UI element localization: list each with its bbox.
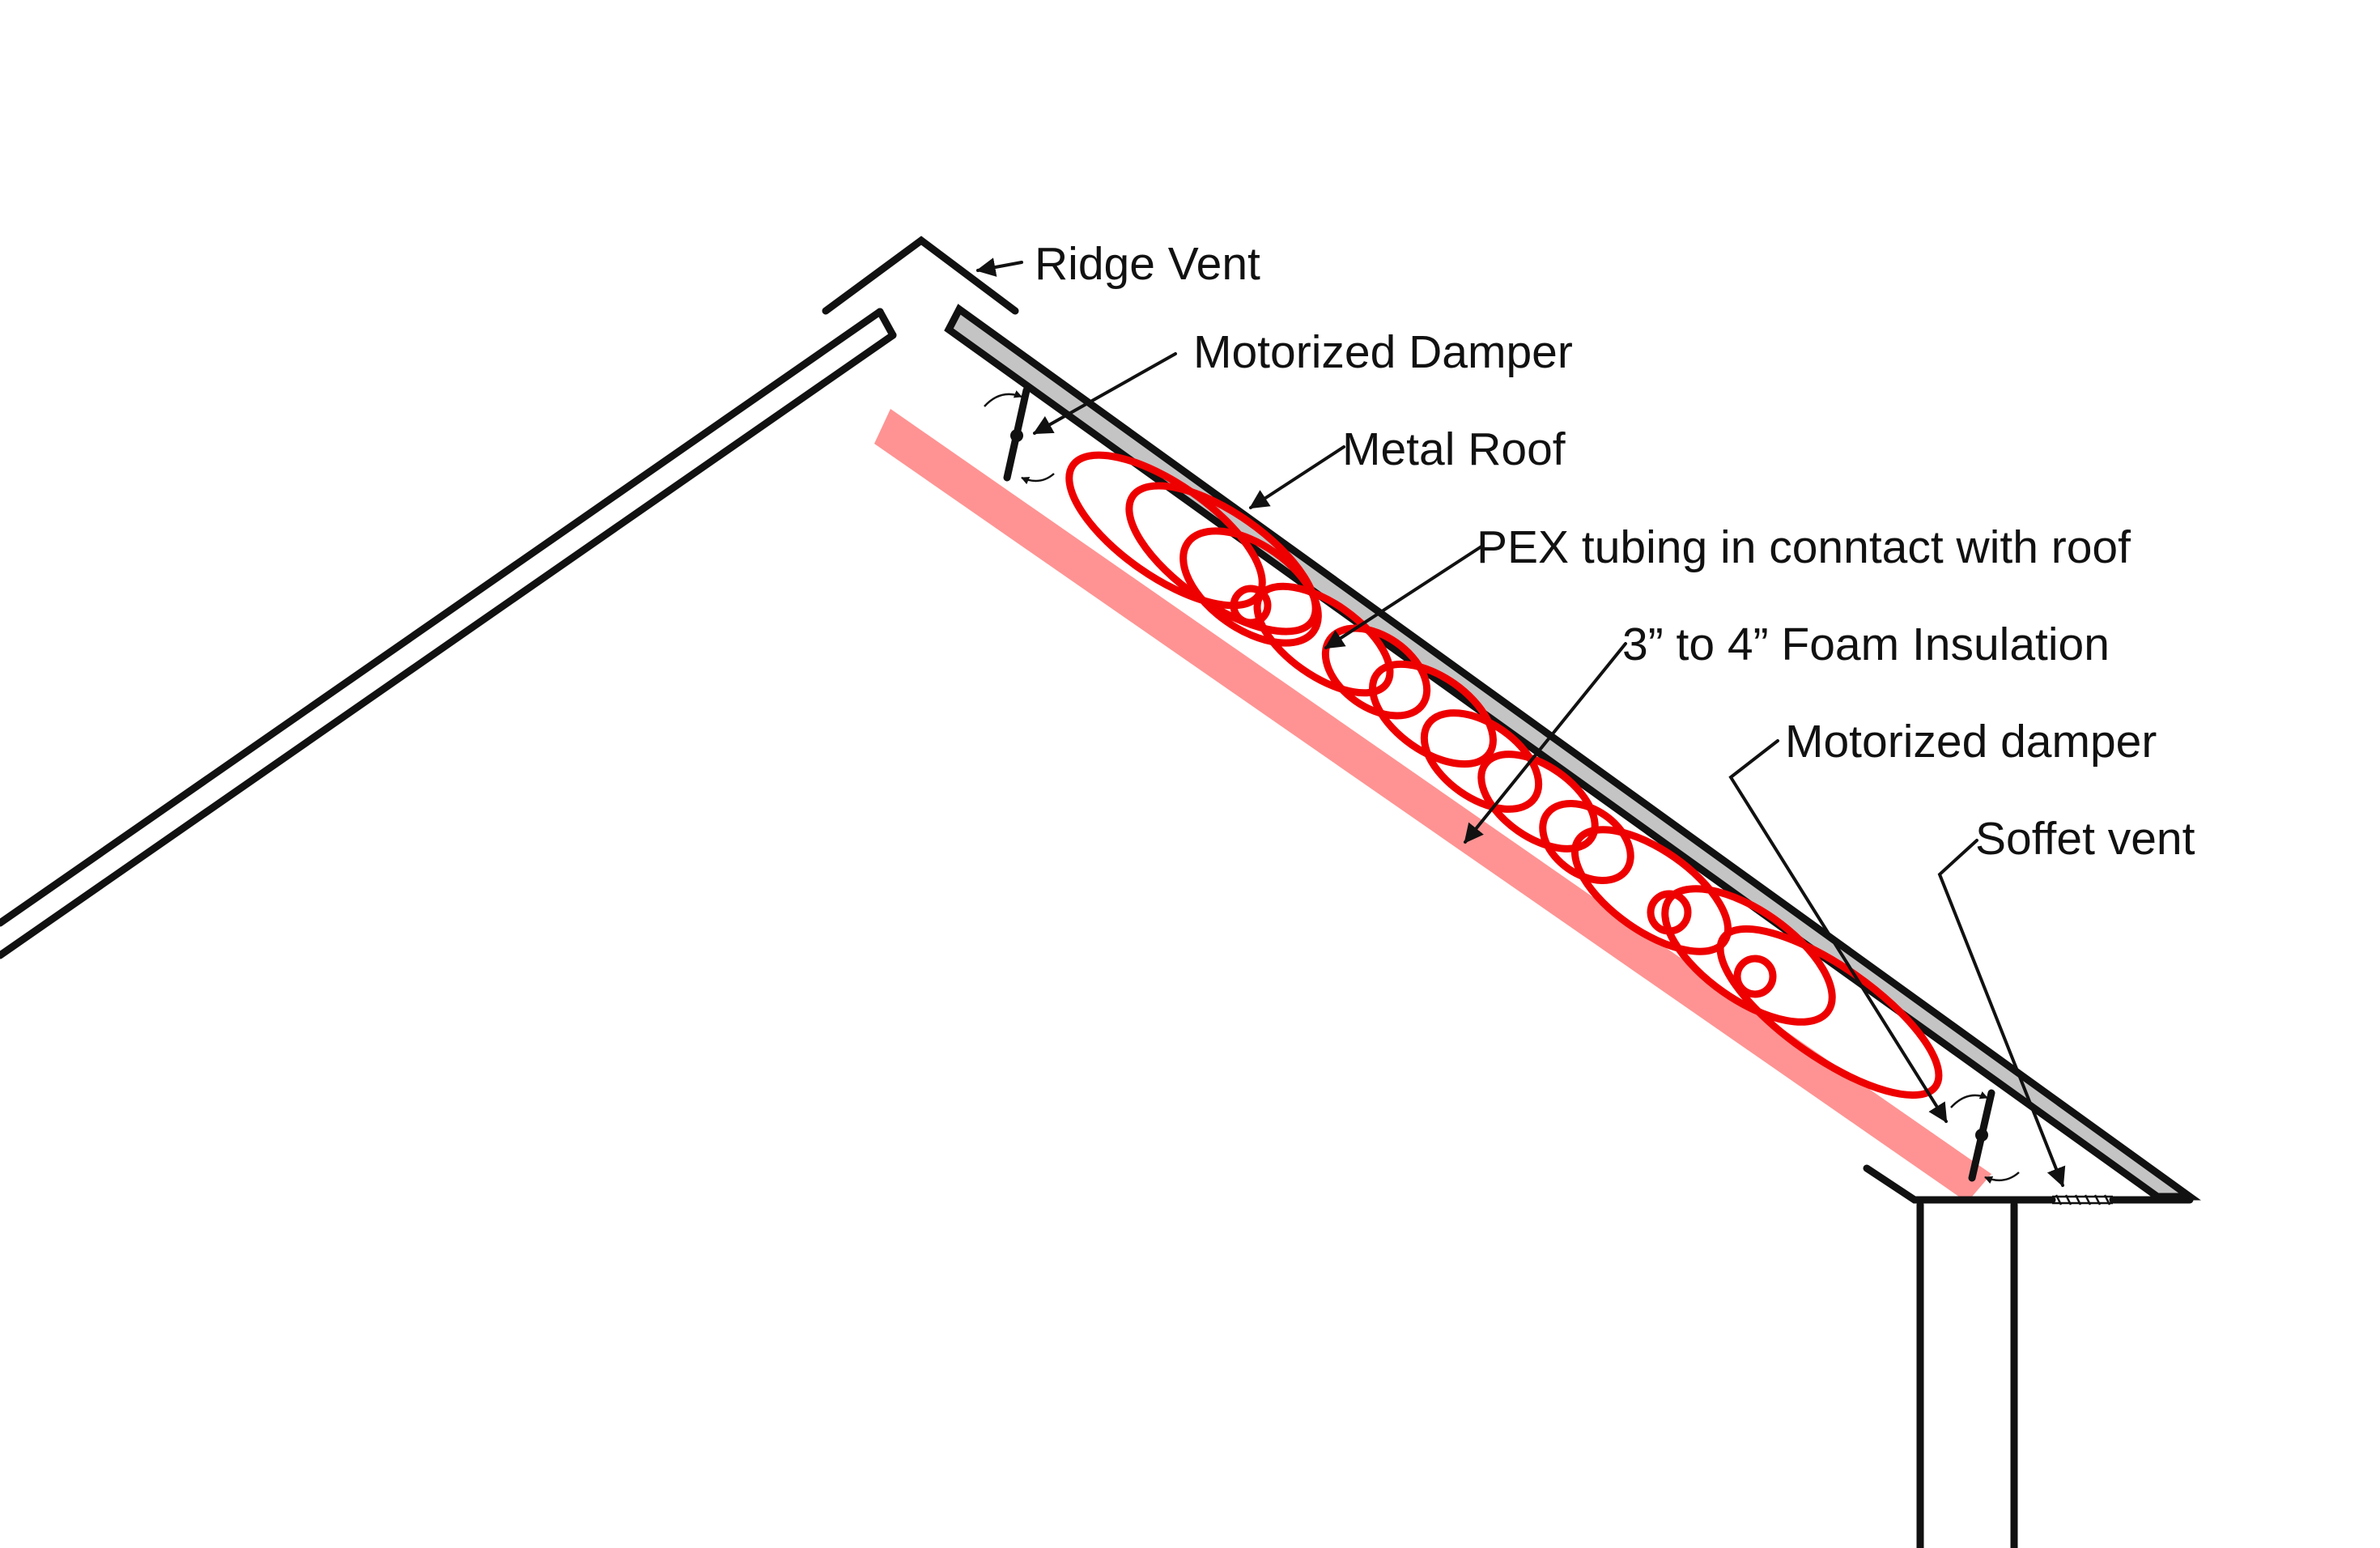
label-soffet-vent: Soffet vent: [1975, 813, 2195, 865]
label-ridge-vent: Ridge Vent: [1035, 238, 1260, 290]
label-motorized-damper-bottom: Motorized damper: [1785, 716, 2157, 768]
pex-coil-14: [1733, 955, 1777, 998]
motorized-damper-bottom: [1950, 1089, 2020, 1184]
motorized-damper-top: [984, 386, 1055, 485]
pex-coil-13: [1661, 885, 1836, 1026]
ridge-vent-cap: [822, 236, 1019, 315]
label-pex-tubing: PEX tubing in conntact with roof: [1477, 521, 2131, 573]
exterior-wall: [1916, 1201, 2018, 1548]
pex-coil-4: [1230, 585, 1272, 627]
eave-soffit: [1863, 1164, 2194, 1206]
label-foam-insulation: 3” to 4” Foam Insulation: [1622, 619, 2110, 670]
label-metal-roof: Metal Roof: [1342, 423, 1566, 475]
pex-coil-5: [1253, 582, 1394, 697]
diagram-labels: Ridge Vent Motorized Damper Metal Roof P…: [1035, 238, 2195, 865]
leader-motorized-damper-top: [1032, 352, 1177, 435]
pex-coil-3: [1179, 527, 1322, 647]
label-motorized-damper-top: Motorized Damper: [1193, 326, 1573, 378]
leader-lines: [975, 257, 2066, 1188]
pex-coil-7: [1369, 660, 1497, 768]
pex-coil-10: [1539, 799, 1634, 885]
foam-insulation-band: [874, 409, 1991, 1202]
leader-motorized-damper-bottom: [1728, 739, 1948, 1124]
leader-foam-insulation: [1464, 642, 1627, 844]
leader-metal-roof: [1248, 445, 1345, 509]
left-roof-slope: [0, 308, 897, 959]
leader-soffet-vent: [1937, 839, 2066, 1188]
leader-ridge-vent: [975, 257, 1023, 277]
leader-pex-tubing: [1324, 545, 1483, 649]
pex-coil-9: [1477, 751, 1599, 853]
soffit-vent-grille: [2052, 1194, 2113, 1206]
pex-coil-8: [1420, 709, 1543, 813]
